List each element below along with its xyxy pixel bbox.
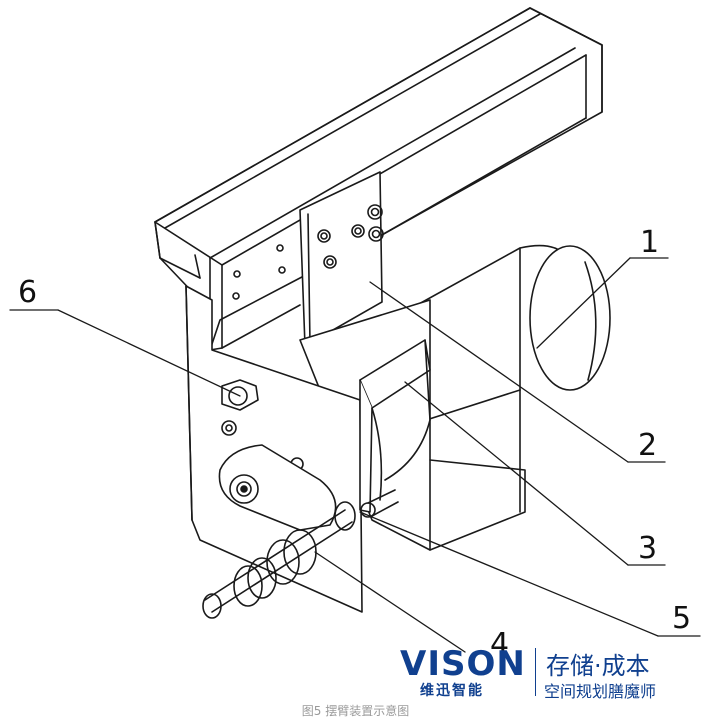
brand-name-cn: 维迅智能 (420, 683, 484, 699)
figure-caption: 图5 摆臂装置示意图 (301, 704, 410, 718)
callout-5: 5 (672, 601, 691, 636)
callout-2: 2 (638, 428, 657, 463)
swing-arm-bracket (359, 339, 431, 513)
motor-cylinder (389, 244, 611, 431)
eccentric-arm (218, 444, 337, 531)
brand-separator (535, 648, 536, 696)
slogan-line-2: 空间规划膳魔师 (544, 682, 657, 701)
side-plate (185, 285, 363, 613)
brand-logo-text: VISON (400, 644, 526, 684)
brand-watermark: VISON 维迅智能 存储·成本 空间规划膳魔师 (398, 642, 698, 701)
roller-shaft (202, 489, 399, 619)
callout-6: 6 (18, 275, 37, 310)
leader-lines (9, 257, 701, 653)
gearbox (299, 299, 526, 551)
callout-4: 4 (490, 627, 509, 662)
callout-3: 3 (638, 531, 657, 566)
swing-arm-drawing: 1 2 3 5 4 6 (9, 7, 701, 662)
callout-1: 1 (640, 225, 659, 260)
mounting-plate (232, 171, 384, 347)
slogan-line-1: 存储·成本 (546, 652, 650, 680)
